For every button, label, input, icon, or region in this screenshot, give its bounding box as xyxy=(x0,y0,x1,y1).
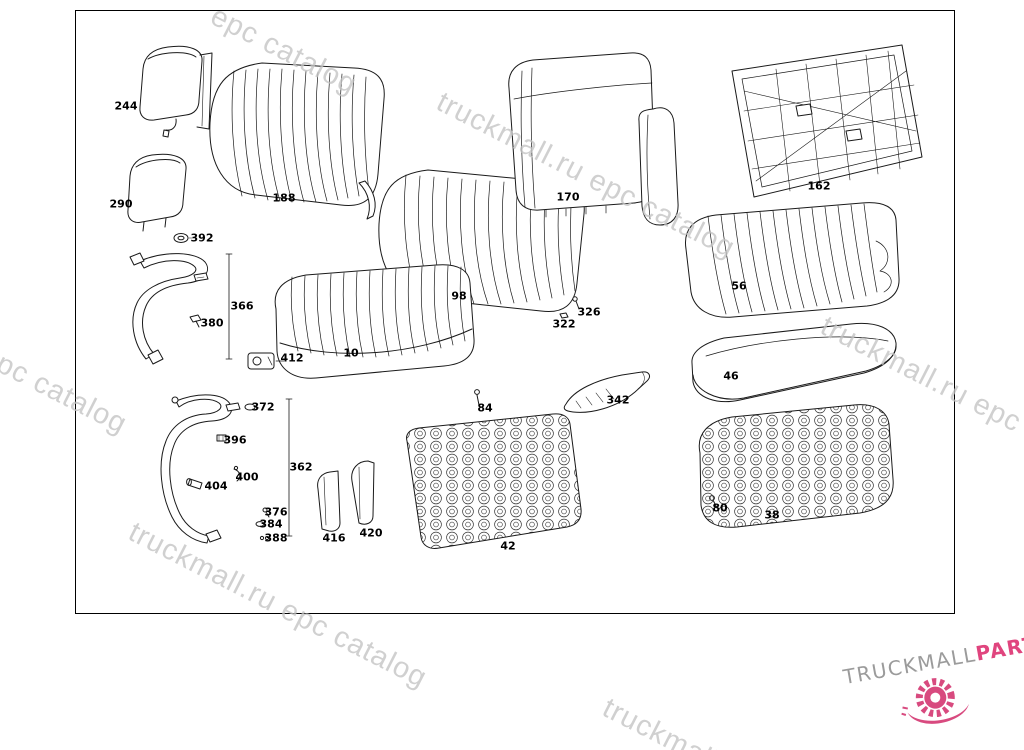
part-number-42: 42 xyxy=(500,539,516,553)
part-10-cushion xyxy=(274,264,475,379)
truckmall-logo: TRUCKMALLPARTS xyxy=(841,628,1024,750)
part-number-366: 366 xyxy=(230,299,254,313)
part-number-290: 290 xyxy=(109,197,133,211)
part-388-clip xyxy=(259,535,270,541)
part-number-362: 362 xyxy=(289,460,313,474)
part-412-retractor xyxy=(247,352,285,370)
part-number-372: 372 xyxy=(251,400,275,414)
part-number-98: 98 xyxy=(451,289,467,303)
part-number-326: 326 xyxy=(577,305,601,319)
part-number-392: 392 xyxy=(190,231,214,245)
part-number-384: 384 xyxy=(259,517,283,531)
part-384-grommet xyxy=(255,521,265,527)
part-326-screw xyxy=(572,296,580,310)
part-number-162: 162 xyxy=(807,179,831,193)
part-400-hook xyxy=(233,465,241,482)
part-number-388: 388 xyxy=(264,531,288,545)
part-number-416: 416 xyxy=(322,531,346,545)
gear-icon xyxy=(901,678,969,724)
part-number-396: 396 xyxy=(223,433,247,447)
part-38-spring-mat xyxy=(698,404,894,528)
part-number-38: 38 xyxy=(764,508,780,522)
part-188-backrest xyxy=(209,62,385,220)
part-376-screw xyxy=(262,507,270,518)
part-170-back-cover xyxy=(508,52,679,226)
part-244-headrest xyxy=(139,45,213,138)
part-420-panel xyxy=(351,460,375,525)
logo-suffix: PARTS xyxy=(973,628,1024,666)
part-84-screw xyxy=(474,389,480,406)
part-290-headrest xyxy=(127,153,187,232)
part-number-84: 84 xyxy=(477,401,493,415)
part-392-clip xyxy=(173,233,195,243)
part-46-board xyxy=(691,322,897,403)
part-number-322: 322 xyxy=(552,317,576,331)
part-396-bracket xyxy=(216,434,227,442)
part-number-376: 376 xyxy=(264,505,288,519)
part-number-400: 400 xyxy=(235,470,259,484)
exploded-seat-diagram xyxy=(127,44,923,549)
part-number-244: 244 xyxy=(114,99,138,113)
part-number-46: 46 xyxy=(723,369,739,383)
part-number-188: 188 xyxy=(272,191,296,205)
part-number-10: 10 xyxy=(343,346,359,360)
part-56-cushion xyxy=(684,202,900,318)
bracket-366 xyxy=(225,253,233,360)
part-342-armrest xyxy=(563,371,650,413)
part-number-412: 412 xyxy=(280,351,304,365)
part-366-seatbelt xyxy=(129,252,209,365)
part-number-80: 80 xyxy=(712,501,728,515)
part-380-bolt xyxy=(189,314,202,328)
part-322-nut xyxy=(559,312,569,319)
part-404-seatbelt xyxy=(160,394,241,544)
part-404-bolt xyxy=(186,478,203,490)
part-number-56: 56 xyxy=(731,279,747,293)
part-42-spring-mat xyxy=(406,413,582,549)
part-number-420: 420 xyxy=(359,526,383,540)
part-number-170: 170 xyxy=(556,190,580,204)
part-416-panel xyxy=(317,470,341,532)
part-162-frame xyxy=(731,44,923,198)
part-number-404: 404 xyxy=(204,479,228,493)
part-number-380: 380 xyxy=(200,316,224,330)
part-372-clip xyxy=(244,403,260,411)
part-number-342: 342 xyxy=(606,393,630,407)
bracket-362 xyxy=(285,398,293,537)
